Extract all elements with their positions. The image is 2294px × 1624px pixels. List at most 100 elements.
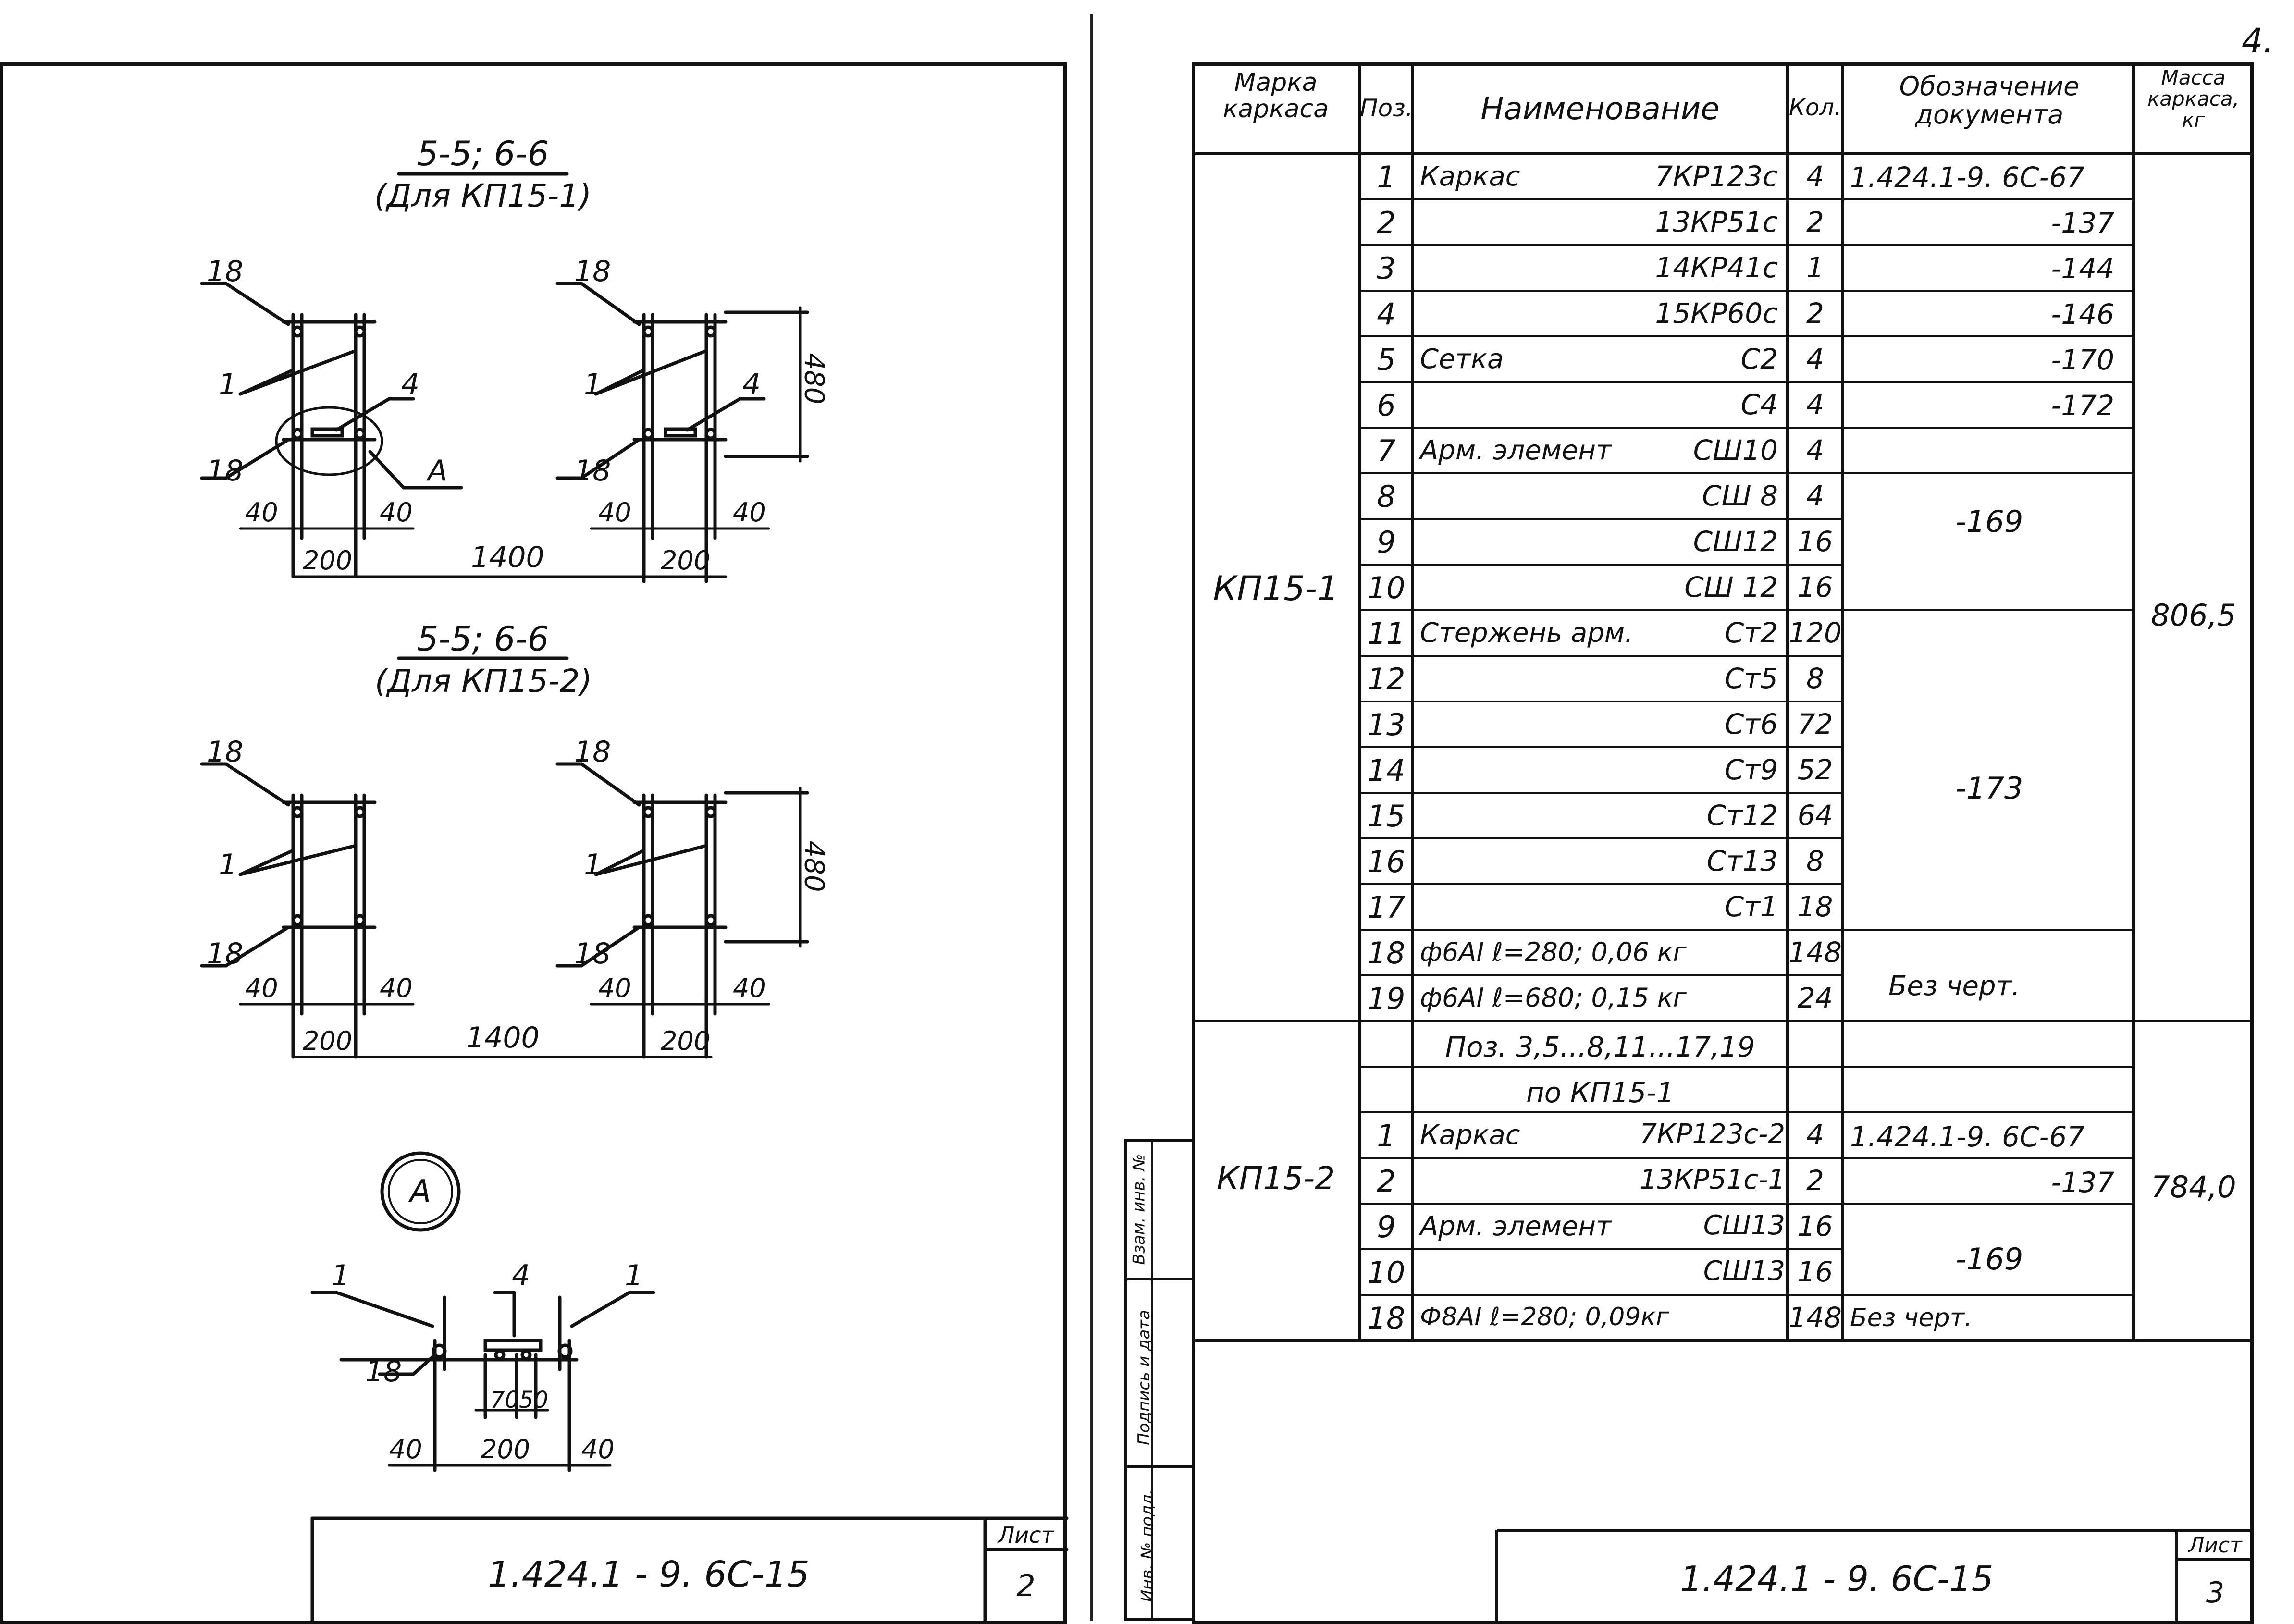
row-qty: 8: [1806, 845, 1824, 877]
row-pos: 15: [1367, 799, 1406, 834]
header-pos: Поз.: [1360, 94, 1413, 122]
row-sub: СШ13: [1703, 1255, 1785, 1287]
group-mark: КП15-1: [1213, 569, 1339, 608]
row-doc: 1.424.1-9. 6С-67: [1850, 161, 2085, 194]
row-qty: 4: [1806, 434, 1824, 467]
row-qty: 72: [1797, 708, 1833, 740]
row-sub: Ст9: [1724, 753, 1778, 786]
doc-code: 1.424.1 - 9. 6С-15: [488, 1554, 810, 1595]
callout-1: 1: [332, 1259, 350, 1292]
doc-without-drawing: Без черт.: [1888, 971, 2020, 1002]
row-qty: 4: [1806, 343, 1824, 375]
row-doc: -137: [2051, 207, 2114, 239]
dim-40: 40: [380, 497, 413, 528]
group-mass: 806,5: [2151, 598, 2236, 633]
page-number: 4.: [2242, 21, 2274, 61]
row-qty: 148: [1788, 936, 1842, 969]
dim-40: 40: [733, 973, 766, 1003]
row-name: ф6АI ℓ=280; 0,06 кг: [1420, 937, 1687, 967]
row-sub: Ст12: [1706, 799, 1778, 832]
callout-18: 18: [365, 1355, 402, 1389]
callout-18: 18: [207, 735, 244, 769]
row-sub: 7КР123с: [1655, 160, 1778, 193]
header-qty: Кол.: [1788, 94, 1842, 121]
row-sub: 14КР41с: [1655, 251, 1778, 284]
dim-70: 70: [490, 1387, 520, 1414]
row-name: Арм. элемент: [1420, 435, 1612, 466]
sheet-number: 3: [2206, 1576, 2225, 1610]
row-name: Сетка: [1420, 344, 1504, 375]
group-note: по КП15-1: [1526, 1076, 1675, 1109]
dim-200: 200: [661, 1026, 711, 1056]
row-sub: СШ10: [1693, 434, 1778, 467]
row-sub: Ст13: [1706, 845, 1778, 877]
row-pos: 6: [1377, 388, 1396, 423]
sheet-label: Лист: [998, 1522, 1054, 1548]
header-name: Наименование: [1480, 91, 1720, 127]
row-name: Стержень арм.: [1420, 617, 1633, 649]
callout-1: 1: [219, 848, 237, 882]
row-qty: 148: [1788, 1301, 1842, 1334]
doc-merged-169: -169: [1955, 504, 2023, 539]
dim-200: 200: [661, 545, 711, 576]
row-qty: 4: [1806, 160, 1824, 193]
row-pos: 10: [1367, 570, 1406, 605]
row-doc: -172: [2051, 389, 2114, 422]
row-name: Арм. элемент: [1420, 1211, 1612, 1242]
detail-label: А: [410, 1174, 431, 1209]
dim-1400: 1400: [471, 541, 544, 574]
callout-4: 4: [512, 1259, 530, 1292]
row-qty: 4: [1806, 480, 1824, 512]
dim-40: 40: [380, 973, 413, 1003]
row-sub: 15КР60с: [1655, 297, 1778, 330]
doc-merged-169: -169: [1955, 1242, 2023, 1277]
callout-4: 4: [401, 368, 420, 401]
row-pos: 17: [1367, 890, 1406, 925]
callout-1: 1: [584, 368, 603, 401]
header-mass: Масса каркаса, кг: [2147, 66, 2240, 132]
row-sub: С2: [1740, 343, 1778, 375]
row-sub: СШ 12: [1684, 571, 1778, 603]
doc-code: 1.424.1 - 9. 6С-15: [1680, 1559, 1994, 1599]
group-note: Поз. 3,5...8,11...17,19: [1445, 1031, 1755, 1063]
dim-50: 50: [519, 1387, 549, 1414]
row-doc: -144: [2051, 252, 2114, 285]
section1-title: 5-5; 6-6: [417, 134, 549, 173]
header-mark: Марка каркаса: [1222, 68, 1329, 123]
row-sub: СШ13: [1703, 1210, 1785, 1241]
row-sub: 13КР51с-1: [1640, 1164, 1785, 1195]
row-pos: 14: [1367, 753, 1406, 788]
row-pos: 1: [1377, 160, 1396, 195]
row-qty: 2: [1806, 297, 1824, 330]
group-mark: КП15-2: [1216, 1160, 1335, 1197]
side-stamp: [1124, 1139, 1192, 1621]
sheet-number: 2: [1016, 1568, 1036, 1603]
row-pos: 4: [1377, 296, 1396, 332]
row-pos: 5: [1377, 342, 1396, 377]
row-qty: 24: [1797, 982, 1833, 1014]
row-pos: 9: [1377, 525, 1396, 560]
row-qty: 4: [1806, 1119, 1824, 1151]
row-qty: 2: [1806, 1164, 1824, 1197]
callout-1: 1: [584, 848, 603, 882]
dim-40: 40: [389, 1434, 422, 1464]
row-doc: -146: [2051, 298, 2114, 331]
dim-200: 200: [303, 545, 353, 576]
side-stamp-divider: [1151, 1139, 1153, 1621]
row-pos: 19: [1367, 981, 1406, 1016]
row-doc: Без черт.: [1850, 1304, 1973, 1332]
row-qty: 64: [1797, 799, 1833, 832]
header-doc: Обозначение документа: [1899, 71, 2080, 130]
row-name: Ф8АI ℓ=280; 0,09кг: [1420, 1303, 1669, 1331]
row-pos: 11: [1367, 616, 1406, 651]
row-pos: 13: [1367, 707, 1406, 742]
dim-40: 40: [581, 1434, 615, 1464]
row-sub: Ст6: [1724, 708, 1778, 740]
row-sub: СШ12: [1693, 525, 1778, 558]
row-qty: 52: [1797, 753, 1833, 786]
callout-18: 18: [574, 255, 611, 288]
row-pos: 3: [1377, 251, 1396, 286]
section2-title: 5-5; 6-6: [417, 619, 549, 659]
row-qty: 16: [1797, 1255, 1833, 1288]
